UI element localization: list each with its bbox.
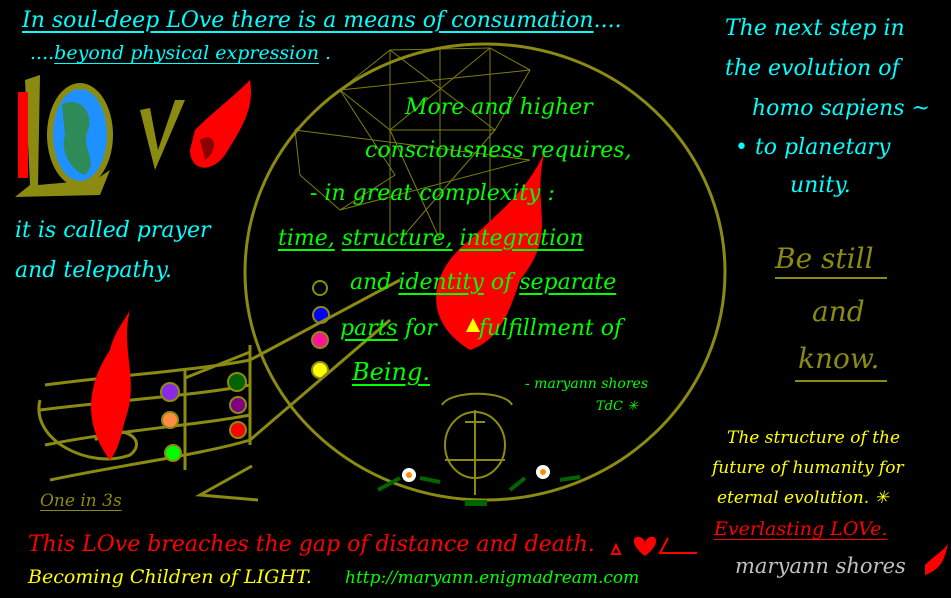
know-text: know.	[798, 342, 880, 375]
website-link[interactable]: http://maryann.enigmadream.com	[345, 568, 640, 588]
time-word: time,	[278, 226, 335, 251]
integration-word: integration	[459, 226, 584, 251]
top-line-2-dots: ....	[30, 42, 55, 64]
lattice-drawing	[294, 47, 531, 241]
cross-circle-symbol	[441, 392, 513, 495]
breaches-text: This LOve breaches the gap of distance a…	[28, 532, 595, 557]
right-cyan-5: unity.	[790, 173, 851, 198]
becoming-text: Becoming Children of LIGHT.	[28, 566, 312, 588]
right-cyan-1: The next step in	[725, 16, 905, 41]
structure-line-2: future of humanity for	[712, 458, 904, 478]
and-word: and	[350, 270, 399, 295]
center-line-2: consciousness requires,	[365, 138, 632, 163]
center-signature: - maryann shores	[525, 376, 649, 392]
center-line-1: More and higher	[405, 95, 593, 120]
right-cyan-4: • to planetary	[735, 135, 891, 160]
telepathy-text: and telepathy.	[15, 258, 172, 283]
right-cyan-2: the evolution of	[725, 56, 900, 81]
parts-word: parts	[340, 316, 398, 341]
yellow-triangle	[466, 318, 480, 332]
one-in-3s: One in 3s	[40, 491, 122, 511]
music-notes	[160, 372, 247, 462]
center-line-6: parts for fulfillment of	[340, 318, 622, 340]
and-text: and	[812, 295, 865, 328]
top-line-1: In soul-deep LOve there is a means of co…	[22, 10, 622, 32]
top-line-1-dots: ....	[593, 8, 622, 33]
center-flame	[436, 150, 545, 350]
everlasting-love: Everlasting LOVe.	[714, 518, 888, 540]
center-line-5: and identity of separate	[350, 272, 616, 294]
consumation-text: In soul-deep LOve there is a means of co…	[22, 8, 594, 33]
triangle-heart-mark	[610, 536, 697, 556]
tdc-mark: TdC ✳	[596, 399, 638, 414]
right-cyan-3: homo sapiens ~	[752, 96, 930, 121]
prayer-text: it is called prayer	[15, 218, 211, 243]
flowers	[377, 465, 581, 492]
center-line-4: time, structure, integration	[278, 228, 584, 250]
left-flame	[91, 310, 131, 460]
love-logo	[15, 75, 251, 197]
artist-signature: maryann shores	[735, 554, 906, 578]
center-line-3: - in great complexity :	[310, 181, 555, 206]
structure-word: structure,	[341, 226, 453, 251]
top-line-2: ....beyond physical expression .	[30, 44, 331, 63]
red-leaf	[925, 543, 948, 575]
be-still-text: Be still	[775, 242, 874, 275]
being-word: Being.	[352, 358, 430, 386]
fulfillment-text: for fulfillment of	[397, 316, 623, 341]
identity-word: identity	[398, 270, 484, 295]
beyond-text: beyond physical expression	[54, 42, 319, 64]
structure-line-1: The structure of the	[727, 428, 901, 448]
separate-word: separate	[519, 270, 617, 295]
of-word: of	[483, 270, 520, 295]
top-line-2-period: .	[325, 42, 332, 64]
structure-line-3: eternal evolution. ✳	[717, 488, 889, 508]
